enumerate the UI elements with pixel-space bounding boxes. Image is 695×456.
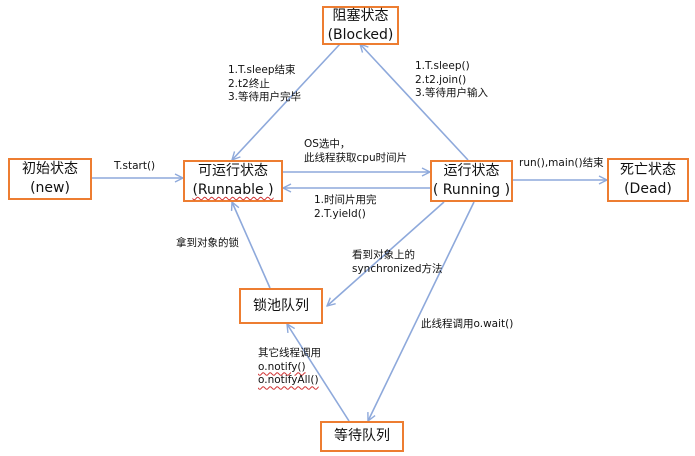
label-wait-to-lockpool: 其它线程调用 o.notify() o.notifyAll() (258, 347, 321, 388)
label-blocked-to-runnable: 1.T.sleep结束 2.t2终止 3.等待用户完毕 (228, 64, 301, 105)
label-line: 3.等待用户完毕 (228, 91, 302, 104)
state-wait-queue-name: 等待队列 (334, 428, 390, 445)
state-runnable: 可运行状态 (Runnable ) (183, 160, 283, 202)
state-new-code: (new) (30, 180, 70, 196)
label-line: o.notify() (258, 360, 306, 373)
state-dead: 死亡状态 (Dead) (607, 158, 689, 202)
state-lock-pool-name: 锁池队列 (253, 297, 309, 314)
state-runnable-code: (Runnable ) (192, 182, 274, 198)
label-line: 1.T.sleep() (415, 60, 470, 72)
arrow-blocked-to-runnable (232, 43, 341, 160)
label-line: synchronized方法 (352, 262, 443, 275)
arrow-running-to-blocked (360, 44, 469, 161)
state-wait-queue: 等待队列 (320, 421, 404, 452)
label-line: run(),main()结束 (519, 157, 604, 169)
label-line: 2.t2.join() (415, 73, 467, 86)
label-running-to-blocked: 1.T.sleep() 2.t2.join() 3.等待用户输入 (415, 60, 488, 101)
label-line: 此线程获取cpu时间片 (304, 151, 408, 164)
state-blocked-name: 阻塞状态 (332, 7, 389, 24)
label-line: 看到对象上的 (352, 249, 415, 261)
state-running: 运行状态 ( Running ) (430, 160, 513, 202)
label-line: 1.时间片用完 (314, 194, 377, 206)
label-runnable-to-running: OS选中， 此线程获取cpu时间片 (304, 138, 407, 165)
label-running-to-wait: 此线程调用o.wait() (421, 318, 513, 332)
label-line: 其它线程调用 (258, 347, 321, 359)
state-blocked-code: (Blocked) (327, 26, 394, 43)
label-line: 拿到对象的锁 (176, 237, 239, 249)
state-runnable-name: 可运行状态 (198, 163, 268, 180)
state-running-code: ( Running ) (432, 182, 511, 198)
label-line: 2.T.yield() (314, 207, 366, 220)
label-lockpool-to-runnable: 拿到对象的锁 (176, 237, 239, 251)
label-line: T.start() (114, 160, 156, 172)
arrow-running-to-lockpool (327, 201, 445, 306)
state-new-name: 初始状态 (22, 161, 78, 178)
label-running-to-runnable: 1.时间片用完 2.T.yield() (314, 194, 377, 221)
label-new-to-runnable: T.start() (114, 160, 155, 174)
arrow-lockpool-to-runnable (232, 202, 271, 289)
label-line: o.notifyAll() (258, 374, 319, 387)
state-blocked: 阻塞状态 (Blocked) (322, 6, 399, 45)
label-running-to-lockpool: 看到对象上的 synchronized方法 (352, 249, 443, 276)
state-dead-name: 死亡状态 (620, 162, 676, 179)
state-new: 初始状态 (new) (8, 158, 92, 200)
state-running-name: 运行状态 (443, 163, 500, 180)
state-lock-pool: 锁池队列 (239, 288, 323, 324)
label-line: 2.t2终止 (228, 77, 270, 90)
label-line: 3.等待用户输入 (415, 87, 489, 100)
label-line: OS选中， (304, 138, 351, 150)
state-dead-code: (Dead) (624, 181, 672, 197)
arrow-wait-to-lockpool (287, 324, 350, 422)
label-running-to-dead: run(),main()结束 (519, 157, 604, 171)
label-line: 1.T.sleep结束 (228, 64, 296, 76)
label-line: 此线程调用o.wait() (421, 318, 514, 330)
arrow-running-to-wait (368, 201, 475, 421)
